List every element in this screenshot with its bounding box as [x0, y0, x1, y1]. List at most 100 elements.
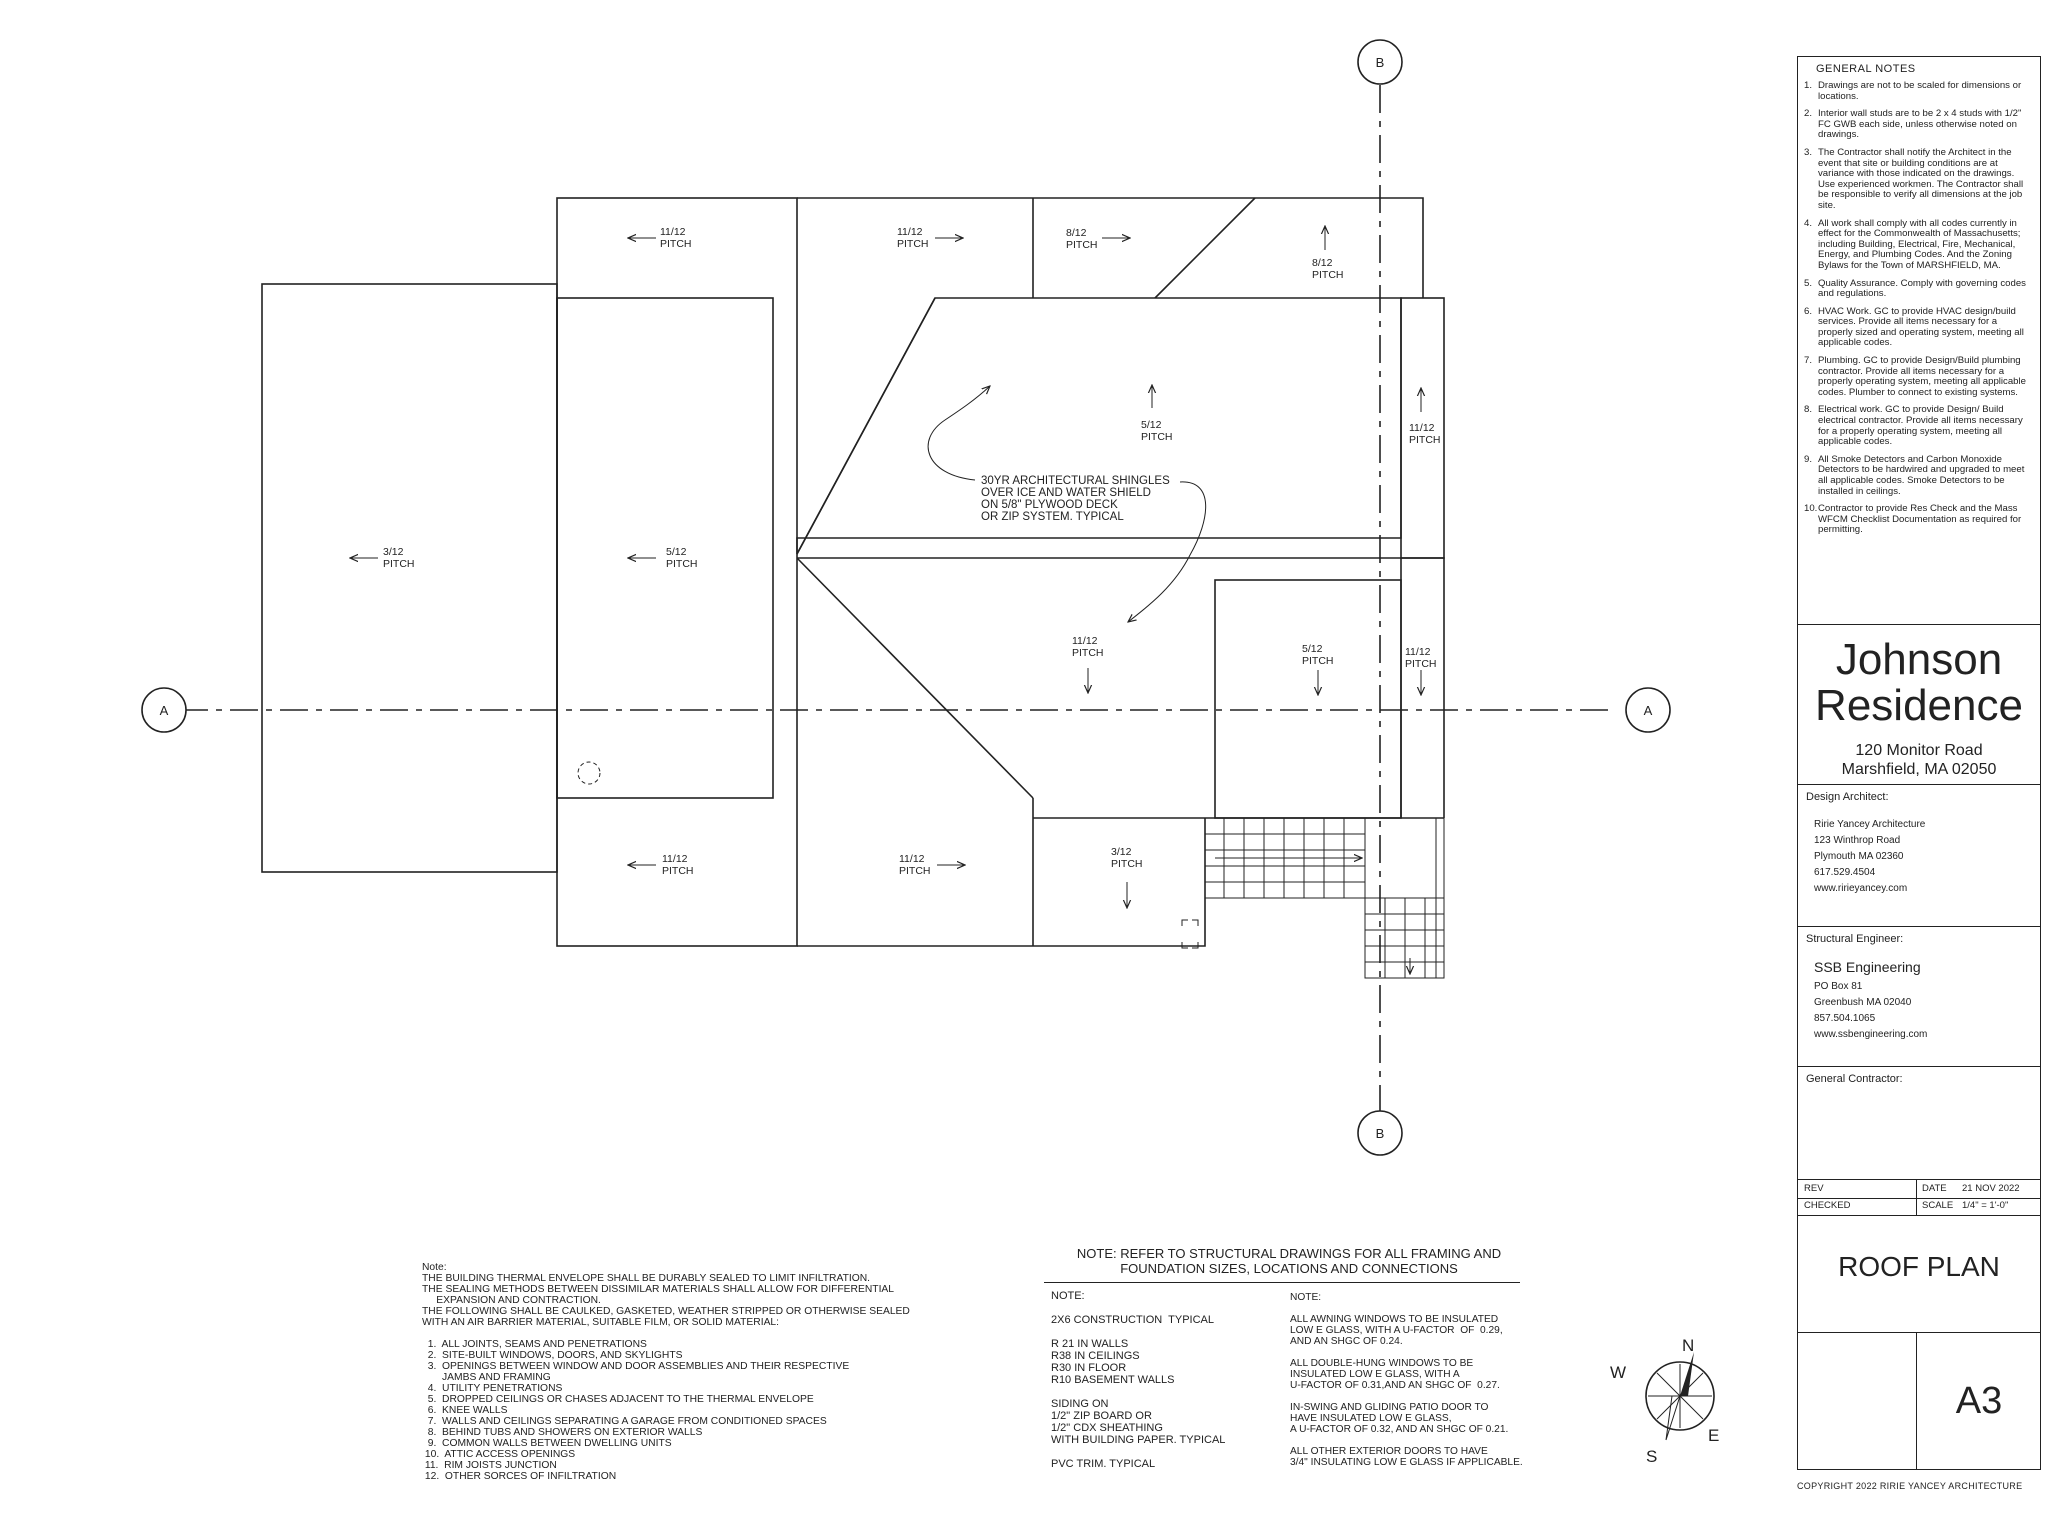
compass-n: N — [1682, 1336, 1694, 1355]
north-needle — [1680, 1352, 1694, 1396]
note-line — [1051, 1326, 1225, 1338]
date-label: DATE — [1922, 1183, 1947, 1194]
note-line: EXPANSION AND CONTRACTION. — [422, 1295, 601, 1306]
architect-line: 123 Winthrop Road — [1814, 835, 1901, 846]
title-block: GENERAL NOTES 1.Drawings are not to be s… — [1797, 56, 2041, 1470]
porch-stair — [1204, 817, 1445, 979]
rev-label: REV — [1804, 1183, 1824, 1194]
general-note-item: 2.Interior wall studs are to be 2 x 4 st… — [1804, 108, 2032, 141]
left-wing-roof — [261, 283, 558, 873]
engineer-label: Structural Engineer: — [1806, 933, 1904, 945]
section-a-label: A — [160, 703, 169, 718]
copyright-notice: COPYRIGHT 2022 RIRIE YANCEY ARCHITECTURE — [1797, 1481, 2023, 1491]
note-divider — [1044, 1282, 1520, 1283]
note-line: Note: — [422, 1262, 447, 1273]
note-line — [1290, 1435, 1523, 1446]
general-note-text: All work shall comply with all codes cur… — [1818, 217, 2021, 271]
note-line: 2X6 CONSTRUCTION TYPICAL — [1051, 1314, 1214, 1326]
general-note-number: 5. — [1804, 277, 1813, 289]
engineer-website: www.ssbengineering.com — [1814, 1029, 1928, 1040]
general-note-item: 10.Contractor to provide Res Check and t… — [1804, 503, 2032, 536]
scale-value: 1/4" = 1'-0" — [1962, 1200, 2009, 1211]
checked-label: CHECKED — [1804, 1200, 1851, 1211]
note-line: 5. DROPPED CEILINGS OR CHASES ADJACENT T… — [422, 1394, 814, 1405]
window-glazing-note: NOTE: ALL AWNING WINDOWS TO BE INSULATED… — [1290, 1292, 1523, 1468]
structural-note-line: FOUNDATION SIZES, LOCATIONS AND CONNECTI… — [1120, 1261, 1458, 1276]
section-b-label: B — [1376, 55, 1385, 70]
note-line: 1/2" CDX SHEATHING — [1051, 1422, 1163, 1434]
note-line: 1/2" ZIP BOARD OR — [1051, 1410, 1152, 1422]
general-note-item: 8.Electrical work. GC to provide Design/… — [1804, 405, 2032, 447]
north-arrow-compass: N E S W — [1610, 1336, 1719, 1466]
section-marker-a-right: A — [1625, 687, 1671, 733]
project-section: Johnson Residence 120 Monitor Road Marsh… — [1798, 625, 2040, 785]
note-line — [1051, 1386, 1225, 1398]
center-left-block — [556, 197, 798, 947]
section-a-label: A — [1644, 703, 1653, 718]
note-line: IN-SWING AND GLIDING PATIO DOOR TO — [1290, 1402, 1489, 1413]
general-note-number: 3. — [1804, 146, 1813, 158]
structural-drawings-note: NOTE: REFER TO STRUCTURAL DRAWINGS FOR A… — [1044, 1246, 1534, 1276]
architect-name: Ririe Yancey Architecture — [1814, 819, 1926, 830]
note-line — [1051, 1446, 1225, 1458]
general-note-text: The Contractor shall notify the Architec… — [1818, 146, 2024, 211]
general-note-item: 4.All work shall comply with all codes c… — [1804, 217, 2032, 272]
general-note-text: Plumbing. GC to provide Design/Build plu… — [1818, 355, 2026, 398]
general-note-number: 6. — [1804, 305, 1813, 317]
scale-label: SCALE — [1922, 1200, 1954, 1211]
engineer-line: PO Box 81 — [1814, 981, 1863, 992]
structural-note-line: NOTE: REFER TO STRUCTURAL DRAWINGS FOR A… — [1076, 1246, 1502, 1261]
project-name: Johnson Residence — [1815, 635, 2023, 730]
general-note-text: Drawings are not to be scaled for dimens… — [1818, 80, 2022, 102]
note-line: ALL DOUBLE-HUNG WINDOWS TO BE — [1290, 1358, 1474, 1369]
sheet-number: A3 — [1916, 1333, 2041, 1469]
compass-s: S — [1646, 1447, 1657, 1466]
general-note-number: 8. — [1804, 404, 1813, 416]
note-line: SIDING ON — [1051, 1398, 1109, 1410]
note-line: 3. OPENINGS BETWEEN WINDOW AND DOOR ASSE… — [422, 1361, 850, 1372]
note-line: 1. ALL JOINTS, SEAMS AND PENETRATIONS — [422, 1339, 647, 1350]
note-line: R38 IN CEILINGS — [1051, 1350, 1140, 1362]
note-line: INSULATED LOW E GLASS, WITH A — [1290, 1369, 1460, 1380]
attic-access-hatch — [577, 761, 601, 785]
note-line: A U-FACTOR OF 0.32, AND AN SHGC OF 0.21. — [1290, 1424, 1509, 1435]
note-line: 2. SITE-BUILT WINDOWS, DOORS, AND SKYLIG… — [422, 1350, 683, 1361]
sheet-number-section: A3 — [1798, 1333, 2040, 1469]
architect-website: www.ririeyancey.com — [1814, 883, 1908, 894]
general-note-number: 10. — [1804, 503, 1818, 515]
note-line: 7. WALLS AND CEILINGS SEPARATING A GARAG… — [422, 1416, 827, 1427]
note-line — [422, 1328, 910, 1339]
engineer-name: SSB Engineering — [1814, 959, 1921, 975]
engineer-phone: 857.504.1065 — [1814, 1013, 1876, 1024]
checked-row: CHECKED SCALE 1/4" = 1'-0" — [1798, 1197, 2040, 1216]
right-dormer-roof — [1214, 579, 1402, 819]
note-line: 8. BEHIND TUBS AND SHOWERS ON EXTERIOR W… — [422, 1427, 703, 1438]
note-line: R30 IN FLOOR — [1051, 1362, 1127, 1374]
general-note-item: 9.All Smoke Detectors and Carbon Monoxid… — [1804, 453, 2032, 497]
note-line — [1051, 1302, 1225, 1314]
general-notes-section: GENERAL NOTES 1.Drawings are not to be s… — [1798, 57, 2040, 625]
architect-line: Plymouth MA 02360 — [1814, 851, 1904, 862]
note-line: R 21 IN WALLS — [1051, 1338, 1129, 1350]
general-note-number: 9. — [1804, 453, 1813, 465]
note-line: WITH AN AIR BARRIER MATERIAL, SUITABLE F… — [422, 1317, 780, 1328]
general-note-text: Interior wall studs are to be 2 x 4 stud… — [1818, 108, 2022, 141]
note-line — [1290, 1303, 1523, 1314]
